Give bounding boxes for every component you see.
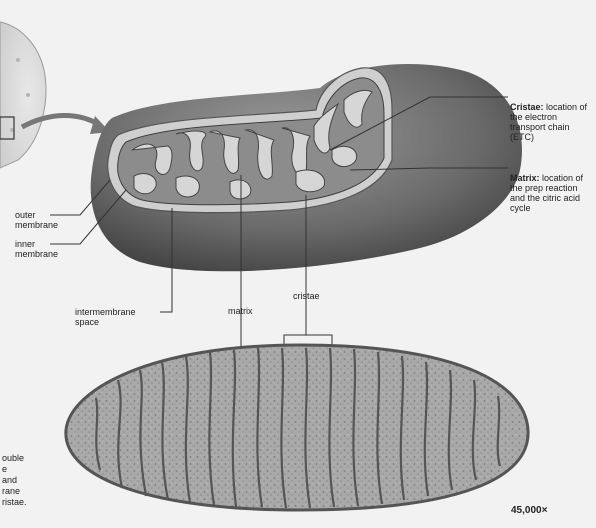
label-outer-membrane: outer membrane [15, 210, 57, 230]
cell-fragment [0, 22, 46, 168]
cristae-callout: Cristae: location of the electron transp… [510, 92, 594, 142]
cristae-callout-title: Cristae: [510, 102, 544, 112]
caption-fragment: ouble e and rane ristae. [2, 453, 42, 508]
tem-micrograph [66, 345, 528, 510]
label-matrix: matrix [228, 306, 253, 316]
matrix-callout-title: Matrix: [510, 173, 540, 183]
label-cristae: cristae [293, 291, 320, 301]
label-intermembrane-space: intermembrane space [75, 307, 159, 327]
magnification-label: 45,000× [511, 505, 547, 516]
label-inner-membrane: inner membrane [15, 239, 57, 259]
matrix-callout: Matrix: location of the prep reaction an… [510, 163, 594, 213]
